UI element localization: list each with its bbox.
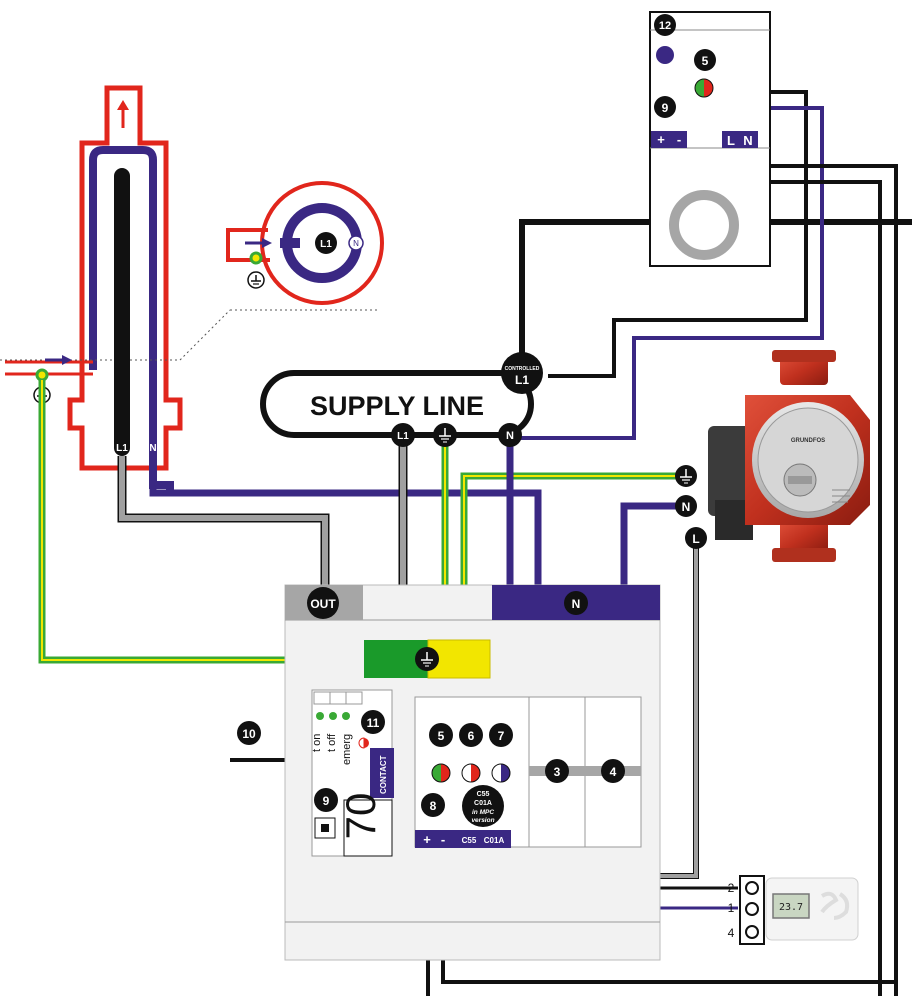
controller-unit: OUT N t on t off emerg 11 CONTACT 70 9	[237, 584, 661, 961]
controlled-label: CONTROLLED	[505, 366, 540, 372]
out-terminal: OUT	[310, 597, 336, 611]
top-badge-12: 12	[659, 20, 671, 32]
c55-badge-line3: in MPC	[472, 809, 494, 816]
thermostat-pin-2: 2	[728, 881, 735, 895]
supply-line-title: SUPPLY LINE	[310, 391, 484, 421]
controller-badge-9: 9	[323, 794, 330, 808]
controller-plus-terminal: +	[423, 832, 431, 847]
top-minus-terminal: -	[677, 132, 681, 147]
controller-badge-8: 8	[430, 799, 437, 813]
top-plus-terminal: +	[657, 132, 665, 147]
cross-section-view: L1 N	[226, 181, 384, 305]
thermostat-pin-1: 1	[728, 901, 735, 915]
t-off-label: t off	[326, 733, 338, 752]
n-terminal-bar: N	[572, 597, 581, 611]
heater-n-label: N	[149, 443, 156, 454]
cross-section-n: N	[353, 239, 359, 248]
supply-terminal-n: N	[506, 430, 514, 442]
c01a-terminal-label: C01A	[484, 836, 505, 845]
timer-button[interactable]	[321, 824, 329, 832]
contact-label: CONTACT	[379, 755, 388, 794]
c55-badge-line4: version	[471, 817, 494, 824]
led-green-red	[431, 763, 451, 783]
c55-terminal-label: C55	[462, 836, 477, 845]
c55-badge-line2: C01A	[474, 800, 492, 807]
relay-badge-4: 4	[610, 765, 617, 779]
thermostat-pin-4: 4	[728, 926, 735, 940]
c55-badge-line1: C55	[477, 791, 490, 798]
heater-l1-label: L1	[116, 443, 128, 454]
led-white-red	[461, 763, 481, 783]
top-l-terminal: L	[727, 133, 735, 148]
controller-minus-terminal: -	[441, 832, 445, 847]
top-badge-9: 9	[662, 101, 669, 115]
cross-section-l1: L1	[320, 239, 332, 250]
pump-brand: GRUNDFOS	[791, 438, 825, 444]
relay-badge-3: 3	[554, 765, 561, 779]
controller-badge-11: 11	[367, 716, 380, 730]
pump-terminal-l: L	[692, 532, 699, 546]
supply-line-block: SUPPLY LINE CONTROLLED L1 L1 N	[260, 352, 543, 447]
top-control-box: 12 5 9 + - L N	[649, 11, 771, 267]
top-badge-5: 5	[702, 54, 709, 68]
circulation-pump: GRUNDFOS N L	[675, 350, 870, 562]
supply-terminal-l1: L1	[397, 431, 409, 442]
pump-terminal-n: N	[682, 500, 691, 514]
top-n-terminal: N	[743, 133, 752, 148]
probe-badge-10: 10	[242, 727, 256, 741]
current-sensor-ring	[669, 190, 739, 260]
heater-element: L1 N	[0, 85, 380, 493]
t-on-label: t on	[311, 734, 323, 752]
controller-badge-5: 5	[438, 729, 445, 743]
led-white-purple	[491, 763, 511, 783]
controller-badge-6: 6	[468, 729, 475, 743]
timer-display-value: 70	[337, 793, 384, 840]
controller-badge-7: 7	[498, 729, 505, 743]
controlled-l1-label: L1	[515, 373, 529, 387]
emerg-label: emerg	[341, 734, 353, 765]
status-led-purple	[656, 46, 674, 64]
room-thermostat: 2 1 4 23.7	[728, 875, 859, 945]
thermostat-display: 23.7	[779, 902, 803, 913]
